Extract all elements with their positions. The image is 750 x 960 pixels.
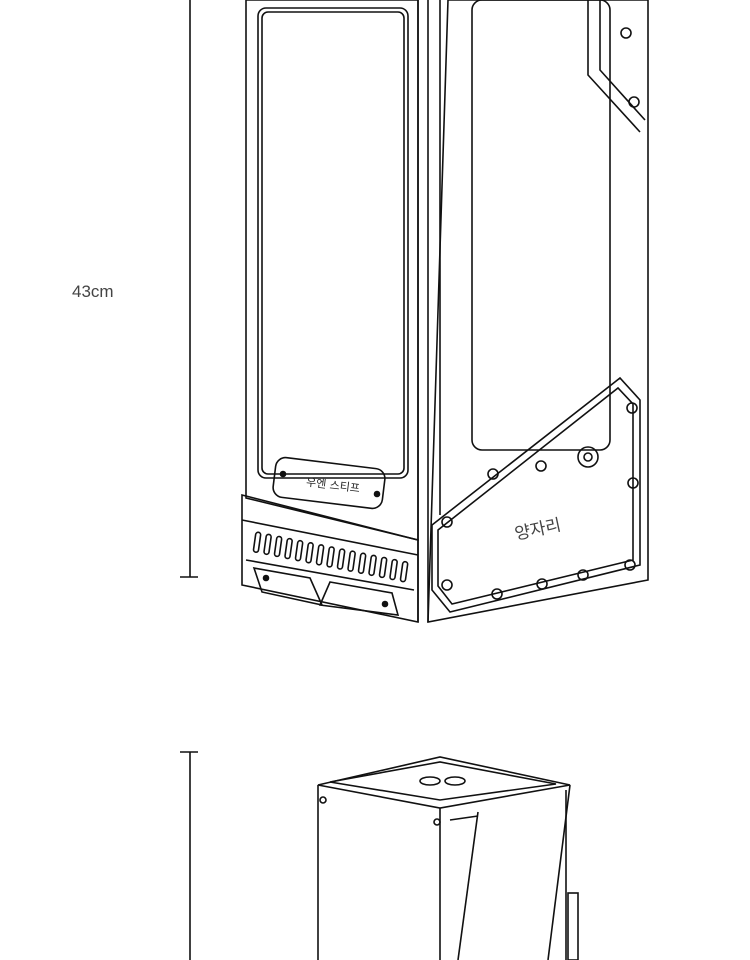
case-front-panel — [245, 0, 419, 542]
vent-slot — [368, 554, 377, 577]
height-dimension-line — [180, 0, 198, 960]
vent-slot — [273, 535, 283, 558]
vent-slot — [378, 556, 388, 579]
height-dimension-label: 43cm — [72, 282, 114, 301]
case-top-view — [317, 756, 579, 960]
vent-slot — [399, 560, 409, 583]
vent-slot — [347, 550, 356, 572]
vent-slot — [357, 552, 367, 574]
vent-slot — [263, 533, 272, 556]
vent-slot — [252, 531, 262, 553]
vent-slot — [294, 539, 304, 562]
vent-slot — [315, 544, 325, 566]
vent-slot — [284, 537, 293, 560]
vent-slot — [326, 546, 335, 568]
case-front-vent — [241, 493, 419, 623]
vent-slot — [305, 542, 314, 564]
vent-slot — [336, 548, 346, 570]
vent-slot — [389, 558, 398, 581]
case-side-panel — [427, 0, 649, 623]
case-corner-pillar — [417, 0, 441, 622]
